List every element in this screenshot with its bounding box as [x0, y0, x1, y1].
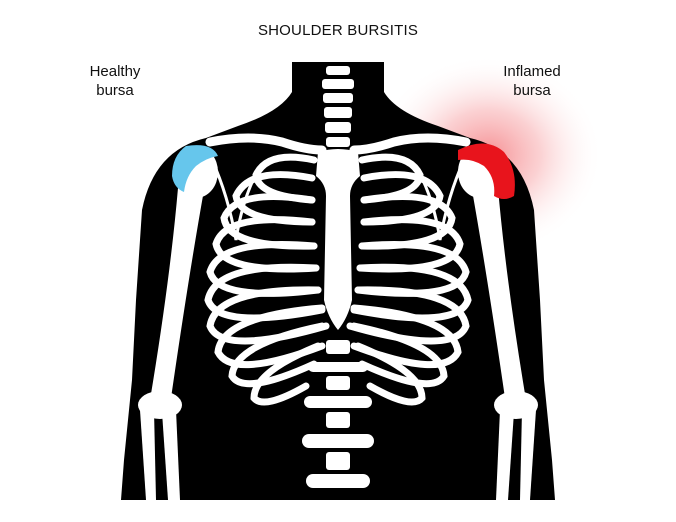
scapula-left [210, 158, 260, 241]
clavicle-right [349, 133, 471, 155]
healthy-bursa-label: Healthy bursa [80, 62, 150, 100]
cervical-spine [322, 66, 354, 147]
inflamed-bursa [458, 143, 515, 199]
diagram-title: SHOULDER BURSITIS [257, 22, 419, 39]
ribs-right [346, 153, 472, 406]
healthy-label-line-1: Healthy [89, 63, 141, 80]
inflamed-bursa-label: Inflamed bursa [492, 62, 572, 100]
inflamed-label-line-1: Inflamed [503, 63, 561, 80]
ribs-left [204, 153, 330, 406]
skeleton [204, 66, 472, 406]
lumbar-spine [302, 340, 374, 488]
clavicle-left [205, 133, 327, 155]
scapula-right [416, 158, 466, 241]
inflamed-label-line-2: bursa [513, 82, 551, 99]
healthy-label-line-2: bursa [96, 82, 134, 99]
healthy-bursa [172, 145, 218, 192]
sternum [316, 149, 360, 330]
